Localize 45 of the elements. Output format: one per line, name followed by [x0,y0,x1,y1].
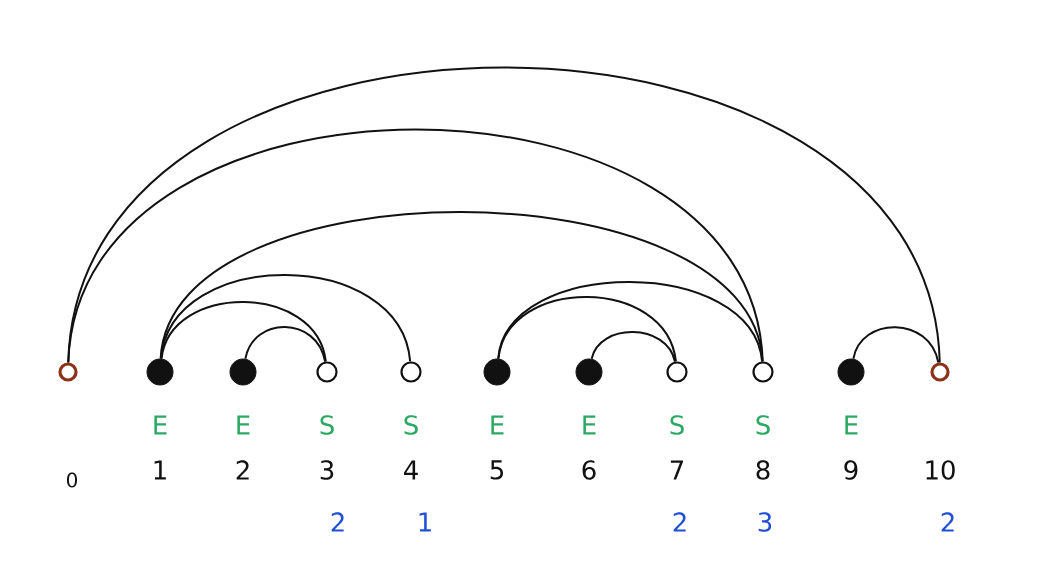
index-number: 8 [756,460,770,480]
arc [160,274,412,363]
index-number: 7 [670,460,684,480]
letter-label: E [583,415,596,435]
filled-dot [229,358,257,386]
index-number: 10 [926,460,955,480]
filled-dot [575,358,603,386]
open-circle [400,361,422,383]
ring-node [930,362,950,382]
letter-label: S [404,415,418,435]
letter-label: E [845,415,858,435]
arc [67,66,941,364]
index-number: 0 [67,472,78,488]
letter-label: S [670,415,684,435]
index-number: 9 [844,460,858,480]
arc [67,128,764,364]
open-circle [666,361,688,383]
open-circle [316,361,338,383]
count-number: 2 [673,512,686,532]
arc [852,326,940,364]
arc [160,301,327,363]
filled-dot [837,358,865,386]
index-number: 1 [154,460,166,480]
count-number: 2 [331,512,344,532]
arc [497,281,764,363]
arc [590,331,676,363]
letter-label: E [237,415,250,435]
index-number: 5 [490,460,503,480]
index-number: 6 [582,460,596,480]
index-number: 4 [404,460,418,480]
arc [244,326,327,363]
count-number: 2 [941,512,954,532]
letter-label: S [756,415,770,435]
letter-label: E [491,415,504,435]
count-number: 3 [758,512,772,532]
ring-node [58,362,78,382]
count-number: 1 [419,512,431,532]
letter-label: S [320,415,334,435]
filled-dot [146,358,174,386]
arc [497,296,677,363]
index-number: 2 [236,460,249,480]
filled-dot [483,358,511,386]
open-circle [752,361,774,383]
letter-label: E [154,415,167,435]
index-number: 3 [320,460,334,480]
